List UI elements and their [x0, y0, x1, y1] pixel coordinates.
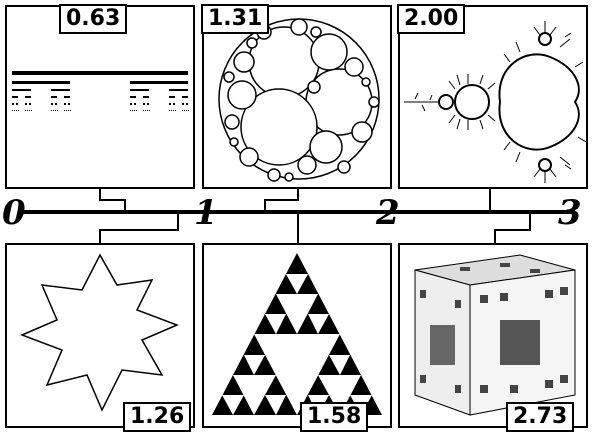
sierpinski-triangle-panel: 1.58: [202, 243, 392, 432]
menger-sponge-panel: 2.73: [398, 243, 588, 432]
cantor-set-panel: 0.63: [5, 4, 195, 189]
menger-sponge-figure: [414, 254, 576, 416]
axis-label-3: 3: [558, 193, 582, 233]
axis-label-2: 2: [376, 193, 400, 233]
dimension-label: 0.63: [59, 4, 128, 34]
cantor-set-figure: [12, 71, 189, 111]
koch-snowflake-figure: [19, 253, 180, 412]
mandelbrot-set-panel: 2.00: [397, 4, 588, 189]
mandelbrot-set-figure: [404, 21, 586, 183]
dimension-label: 1.58: [300, 402, 369, 432]
axis-label-0: 0: [2, 193, 26, 233]
axis-label-1: 1: [194, 193, 218, 233]
apollonian-gasket-panel: 1.31: [201, 4, 392, 189]
dimension-label: 1.26: [123, 402, 192, 432]
dimension-label: 2.00: [397, 4, 466, 34]
koch-snowflake-panel: 1.26: [5, 243, 195, 432]
dimension-label: 1.31: [201, 4, 270, 34]
sierpinski-triangle-figure: [212, 253, 382, 415]
dimension-label: 2.73: [506, 402, 575, 432]
apollonian-gasket-figure: [218, 18, 380, 182]
